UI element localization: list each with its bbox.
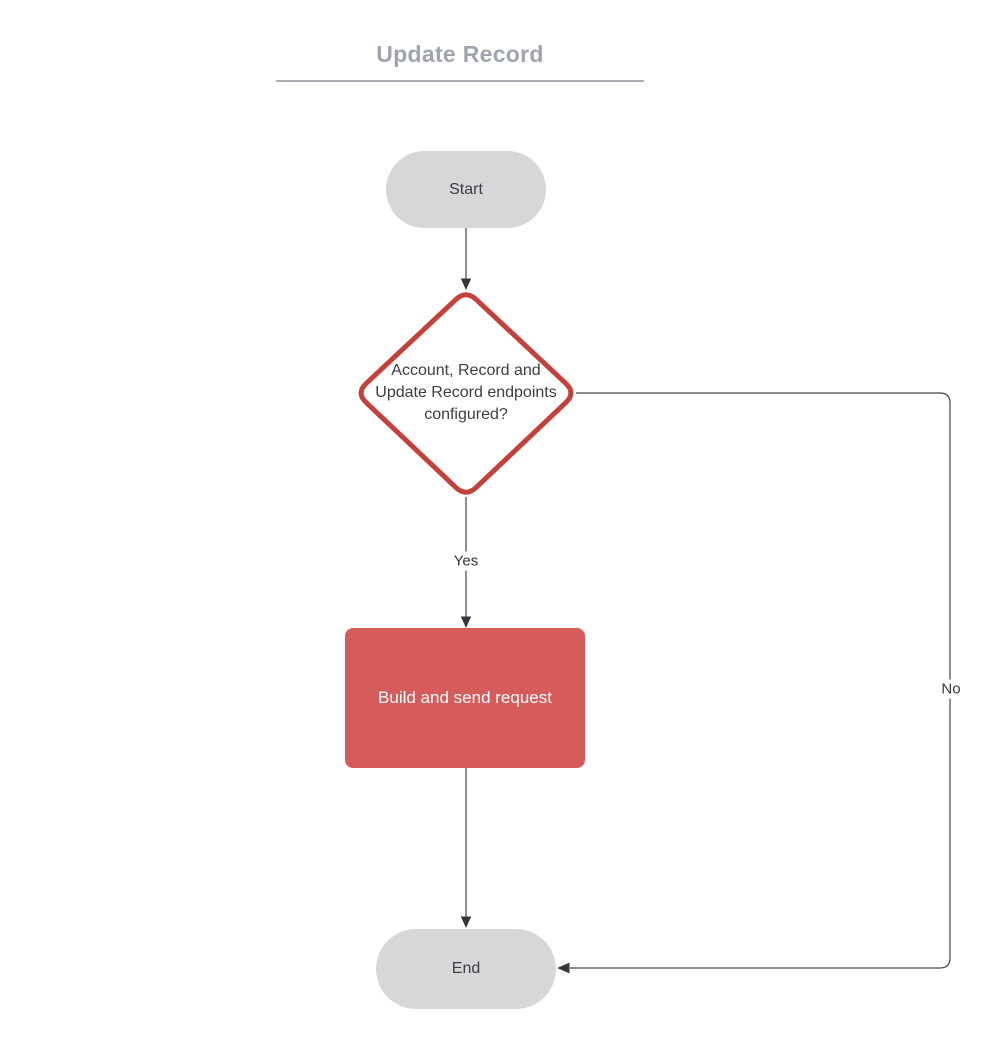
connector-no-path	[570, 392, 951, 969]
decision-node-label: Account, Record and Update Record endpoi…	[346, 360, 586, 426]
decision-node-shape	[358, 292, 574, 495]
decision-label-line-3: configured?	[424, 406, 508, 423]
decision-label-line-1: Account, Record and	[391, 362, 541, 379]
process-node-label: Build and send request	[378, 688, 552, 707]
end-node: End	[376, 929, 556, 1009]
arrowhead-start-to-decision	[460, 278, 472, 290]
process-node: Build and send request	[345, 628, 585, 768]
edge-label-no: No	[937, 679, 965, 699]
start-node: Start	[386, 151, 546, 228]
end-node-label: End	[451, 960, 481, 977]
arrowhead-decision-to-process	[460, 616, 472, 628]
edge-label-yes: Yes	[449, 551, 483, 571]
diagram-title: Update Record	[276, 41, 644, 82]
start-node-label: Start	[449, 180, 483, 198]
arrowhead-process-to-end	[460, 916, 472, 928]
decision-label-line-2: Update Record endpoints	[375, 384, 557, 401]
arrowhead-no-path	[557, 962, 570, 974]
